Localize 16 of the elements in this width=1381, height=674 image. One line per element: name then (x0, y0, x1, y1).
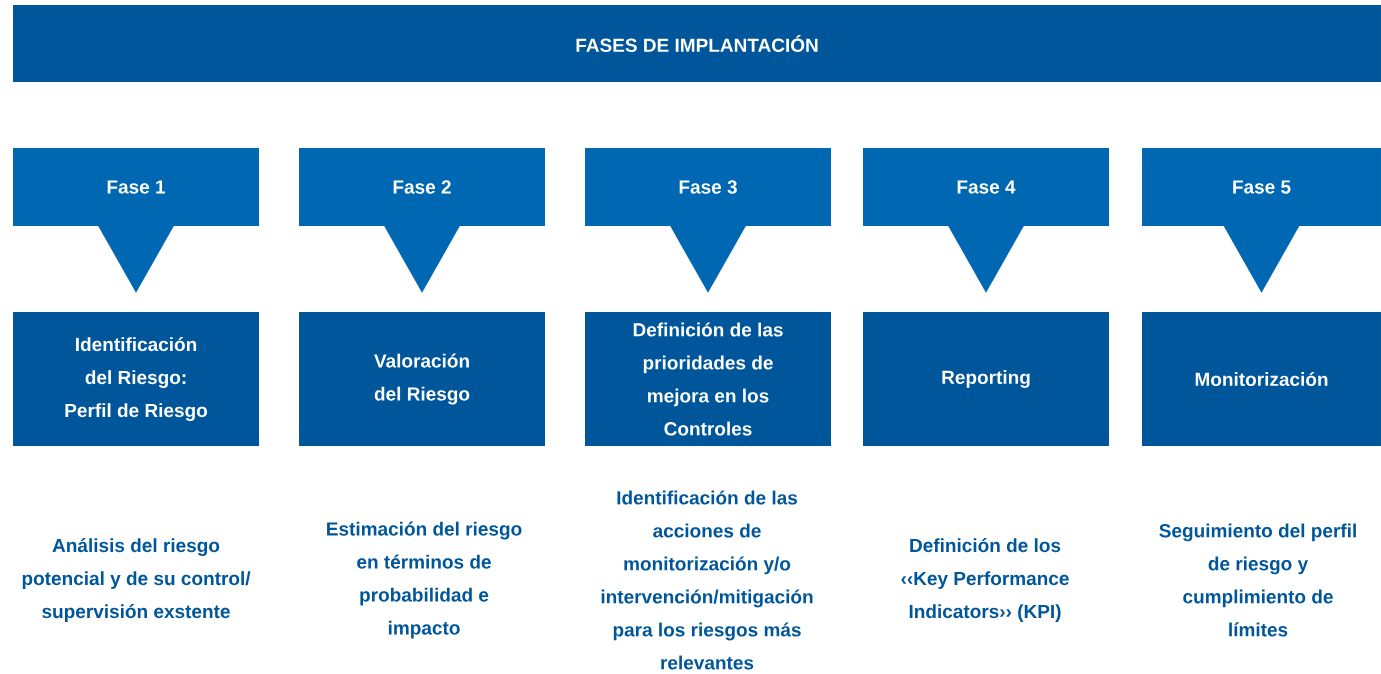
description-text: Identificación de las acciones de monitorización y/o intervención/mitigación para los riesgos más relevantes (601, 490, 813, 670)
description-text: Estimación del riesgo en términos de probabilidad e impacto (327, 521, 522, 639)
description-text: Seguimiento del perfil de riesgo y cumplimiento de límites (1159, 523, 1356, 637)
stage-box: Monitorización (1142, 312, 1381, 446)
down-arrow (98, 225, 174, 293)
down-arrow (670, 225, 746, 293)
stage-box: Valoración del Riesgo (299, 312, 545, 446)
description-text: Definición de los ‹‹Key Performance Indicators›› (KPI) (901, 538, 1069, 622)
stage-box: Reporting (863, 312, 1109, 446)
description-text: Análisis del riesgo potencial y de su control/ supervisión exstente (22, 538, 251, 622)
down-arrow (948, 225, 1024, 293)
stage-box: Definición de las prioridades de mejora en los Controles (585, 312, 831, 446)
header-band: FASES DE IMPLANTACIÓN (13, 5, 1381, 82)
stage-box: Identificación del Riesgo: Perfil de Riesgo (13, 312, 259, 446)
down-arrow (384, 225, 460, 293)
down-arrow (1223, 225, 1300, 293)
